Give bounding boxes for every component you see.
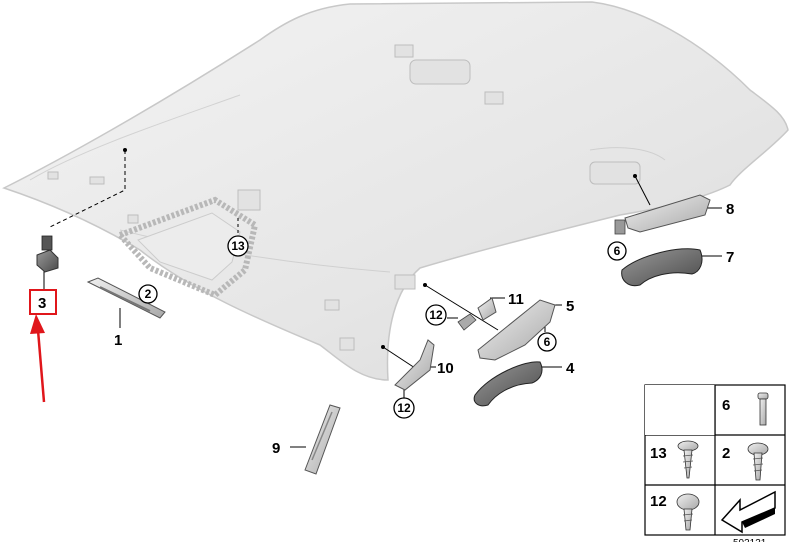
circled-2: 2 (145, 287, 152, 301)
callout-8: 8 (726, 201, 734, 218)
circled-12-lower: 12 (397, 401, 411, 415)
part-9-trim-strip (304, 404, 341, 475)
callout-10: 10 (437, 360, 454, 377)
legend-label-12: 12 (650, 493, 667, 510)
part-3-clip (36, 235, 59, 273)
red-arrow-icon (30, 314, 46, 403)
callout-11: 11 (508, 291, 524, 308)
highlighted-callout-3: 3 (29, 289, 57, 315)
callout-1: 1 (114, 332, 122, 349)
headliner-panel (2, 1, 789, 381)
diagram-id: 503131 (733, 538, 767, 542)
circled-labels (138, 235, 627, 419)
circled-label-text: 2 13 6 6 12 12 (145, 239, 621, 415)
rivet-icon (757, 392, 769, 426)
part-11-clip (477, 297, 497, 321)
callout-7: 7 (726, 249, 734, 266)
part-7-grab-handle (621, 248, 703, 287)
part-10-bracket (394, 339, 435, 391)
legend-label-2: 2 (722, 445, 730, 462)
callout-4: 4 (566, 360, 575, 377)
fastener-legend: 6 13 2 12 (644, 384, 786, 536)
circled-13: 13 (231, 239, 245, 253)
leader-dots (123, 148, 637, 349)
circled-6-upper: 6 (614, 244, 621, 258)
callout-labels: 1 4 5 7 8 9 10 11 (114, 201, 734, 457)
callout-3: 3 (38, 295, 46, 312)
callout-9: 9 (272, 440, 280, 457)
headliner-cutouts (47, 44, 641, 351)
screw-12-icon (676, 493, 700, 531)
part-8-bracket (614, 194, 711, 235)
part-1-trim-strip (86, 277, 166, 319)
screw-13-icon (677, 440, 699, 479)
direction-arrow-icon (720, 490, 776, 534)
screw-2-icon (747, 442, 769, 481)
part-5-bracket (477, 299, 556, 361)
callout-5: 5 (566, 298, 574, 315)
legend-label-6: 6 (722, 397, 730, 414)
part-4-grab-handle (473, 361, 543, 407)
part-12-clip-upper (457, 313, 477, 331)
legend-label-13: 13 (650, 445, 667, 462)
headliner-roof-console-frame (114, 196, 259, 299)
circled-6-lower: 6 (544, 335, 551, 349)
circled-12-upper: 12 (429, 308, 443, 322)
